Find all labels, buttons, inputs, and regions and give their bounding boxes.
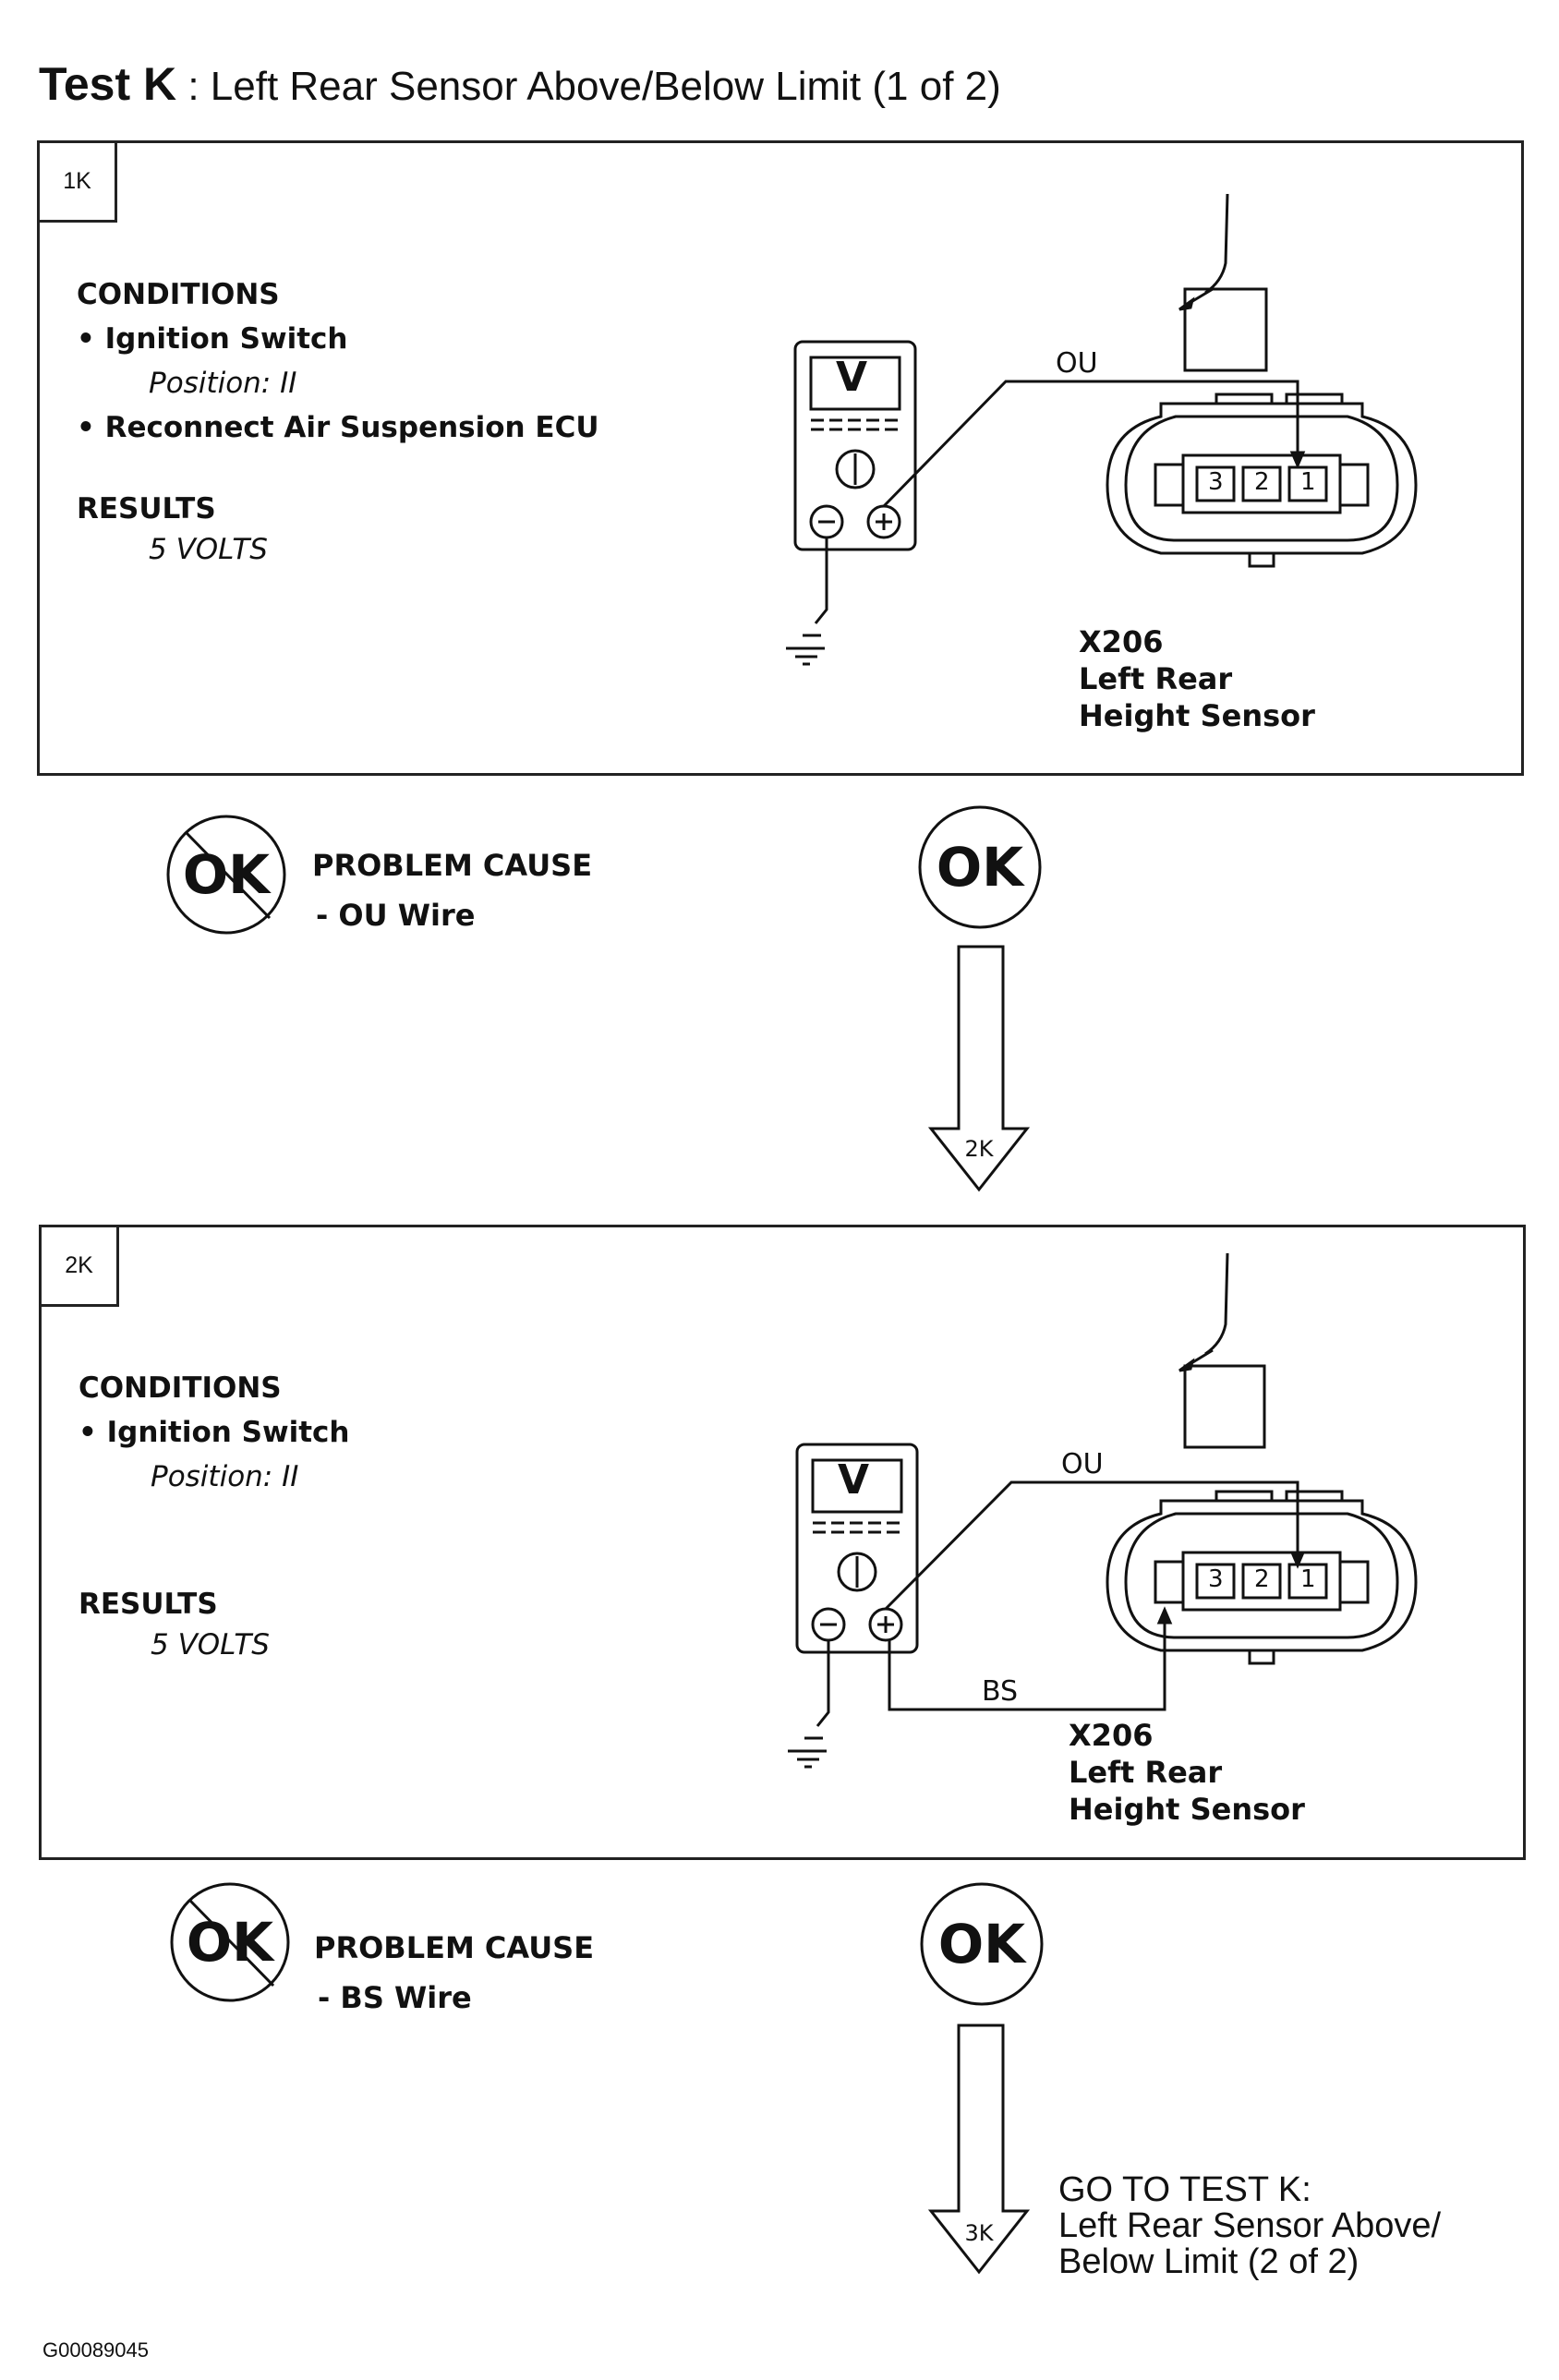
multimeter-body <box>795 1443 919 1654</box>
sensor-connector-housing <box>1106 1499 1418 1652</box>
ok-label: OK <box>937 1913 1026 1975</box>
arrow-to-2k: 2K <box>927 944 1031 1193</box>
pin-3-label: 3 <box>1208 468 1224 496</box>
connector-label: X206 Left Rear Height Sensor <box>1069 1717 1305 1828</box>
connector-label: X206 Left Rear Height Sensor <box>1079 623 1315 734</box>
meter-v-label: V <box>836 354 868 401</box>
page-title: Test K : Left Rear Sensor Above/Below Li… <box>39 57 1001 111</box>
problem-cause-detail: - OU Wire <box>316 898 476 934</box>
pin-3-label: 3 <box>1208 1565 1224 1593</box>
results-heading: RESULTS <box>77 492 216 526</box>
pin-3-box <box>1195 1563 1236 1600</box>
pin-1-label: 1 <box>1300 468 1316 496</box>
pin-1-box <box>1287 465 1328 502</box>
pin-1-label: 1 <box>1300 1565 1316 1593</box>
connector-id: X206 <box>1079 624 1164 659</box>
outcome-2-not-ok: OK <box>168 1880 292 2004</box>
multimeter-display <box>811 1458 903 1514</box>
results-value: 5 VOLTS <box>149 533 268 566</box>
connector-name-line1: Left Rear <box>1069 1755 1223 1790</box>
step-1k-results: RESULTS 5 VOLTS <box>77 492 268 566</box>
not-ok-icon <box>166 815 286 935</box>
outcome-1-ok: OK <box>916 803 1044 931</box>
connector-name-line2: Height Sensor <box>1069 1792 1305 1827</box>
go-to-line3: Below Limit (2 of 2) <box>1058 2241 1360 2281</box>
connector-pin-frame <box>1181 1551 1342 1612</box>
not-ok-label: OK <box>182 843 271 906</box>
test-name: Test K <box>39 58 177 110</box>
wire-ou-label: OU <box>1061 1448 1104 1480</box>
figure-reference: G00089045 <box>42 2338 149 2362</box>
step-2k-panel: 2K CONDITIONS • Ignition Switch Position… <box>39 1225 1526 1860</box>
condition-ignition-position: Position: II <box>151 1460 299 1494</box>
down-arrow-icon <box>927 945 1031 1192</box>
step-2k-tag: 2K <box>42 1227 119 1307</box>
condition-ignition: • Ignition Switch <box>77 322 348 356</box>
condition-reconnect-ecu: • Reconnect Air Suspension ECU <box>77 411 599 445</box>
go-to-line2: Left Rear Sensor Above/ <box>1058 2205 1442 2245</box>
wire-bs-label: BS <box>982 1675 1019 1708</box>
conditions-heading: CONDITIONS <box>79 1371 282 1405</box>
ou-wire <box>884 1480 1299 1611</box>
problem-cause-heading: PROBLEM CAUSE <box>314 1930 595 1965</box>
pin-1-box <box>1287 1563 1328 1600</box>
multimeter-dial <box>835 449 876 489</box>
connector-pin-frame <box>1181 453 1342 514</box>
step-2k-conditions: CONDITIONS • Ignition Switch Position: I… <box>79 1366 350 1499</box>
go-to-next-test: GO TO TEST K: Left Rear Sensor Above/ Be… <box>1058 2172 1441 2279</box>
wire-ou-label: OU <box>1056 347 1098 380</box>
ok-label: OK <box>936 836 1024 899</box>
multimeter-dial <box>837 1552 877 1592</box>
outcome-2-problem-cause: PROBLEM CAUSE - BS Wire <box>314 1923 594 2024</box>
not-ok-label: OK <box>186 1911 274 1974</box>
go-to-line1: GO TO TEST K: <box>1058 2170 1311 2209</box>
step-1k-circuit-diagram <box>786 193 1418 666</box>
problem-cause-heading: PROBLEM CAUSE <box>312 848 593 883</box>
not-ok-icon <box>170 1882 290 2002</box>
outcome-1-not-ok: OK <box>164 813 288 936</box>
multimeter-display <box>809 356 901 411</box>
ok-circle-icon <box>920 1882 1044 2006</box>
pin-2-label: 2 <box>1254 468 1270 496</box>
results-heading: RESULTS <box>79 1588 218 1621</box>
step-1k-panel: 1K CONDITIONS • Ignition Switch Position… <box>37 140 1524 776</box>
outcome-2-ok: OK <box>918 1880 1045 2008</box>
bs-wire <box>888 1613 1166 1711</box>
arrow-step-label: 2K <box>964 1136 994 1162</box>
condition-ignition-position: Position: II <box>149 367 297 401</box>
problem-cause-detail: - BS Wire <box>318 1980 472 2016</box>
unplugged-harness-connector <box>1183 1364 1266 1449</box>
step-2k-results: RESULTS 5 VOLTS <box>79 1588 270 1661</box>
conditions-heading: CONDITIONS <box>77 278 280 311</box>
ok-circle-icon <box>918 805 1042 929</box>
pin-2-box <box>1241 1563 1282 1600</box>
test-description: : Left Rear Sensor Above/Below Limit (1 … <box>176 64 1001 109</box>
step-1k-conditions: CONDITIONS • Ignition Switch Position: I… <box>77 272 599 450</box>
unplugged-harness-connector <box>1183 287 1268 372</box>
outcome-1-problem-cause: PROBLEM CAUSE - OU Wire <box>312 840 592 941</box>
step-2k-circuit-diagram <box>788 1252 1418 1769</box>
pin-2-box <box>1241 465 1282 502</box>
meter-v-label: V <box>838 1456 870 1504</box>
arrow-to-3k: 3K <box>927 2023 1031 2276</box>
ou-wire <box>882 380 1299 508</box>
multimeter-body <box>793 340 917 551</box>
connector-id: X206 <box>1069 1718 1154 1753</box>
connector-name-line1: Left Rear <box>1079 661 1233 696</box>
connector-name-line2: Height Sensor <box>1079 698 1315 733</box>
pin-3-box <box>1195 465 1236 502</box>
sensor-connector-housing <box>1106 402 1418 555</box>
down-arrow-icon <box>927 2024 1031 2275</box>
condition-ignition: • Ignition Switch <box>79 1416 350 1450</box>
step-1k-tag: 1K <box>40 143 117 223</box>
arrow-step-label: 3K <box>964 2220 994 2246</box>
pin-2-label: 2 <box>1254 1565 1270 1593</box>
results-value: 5 VOLTS <box>151 1628 270 1661</box>
